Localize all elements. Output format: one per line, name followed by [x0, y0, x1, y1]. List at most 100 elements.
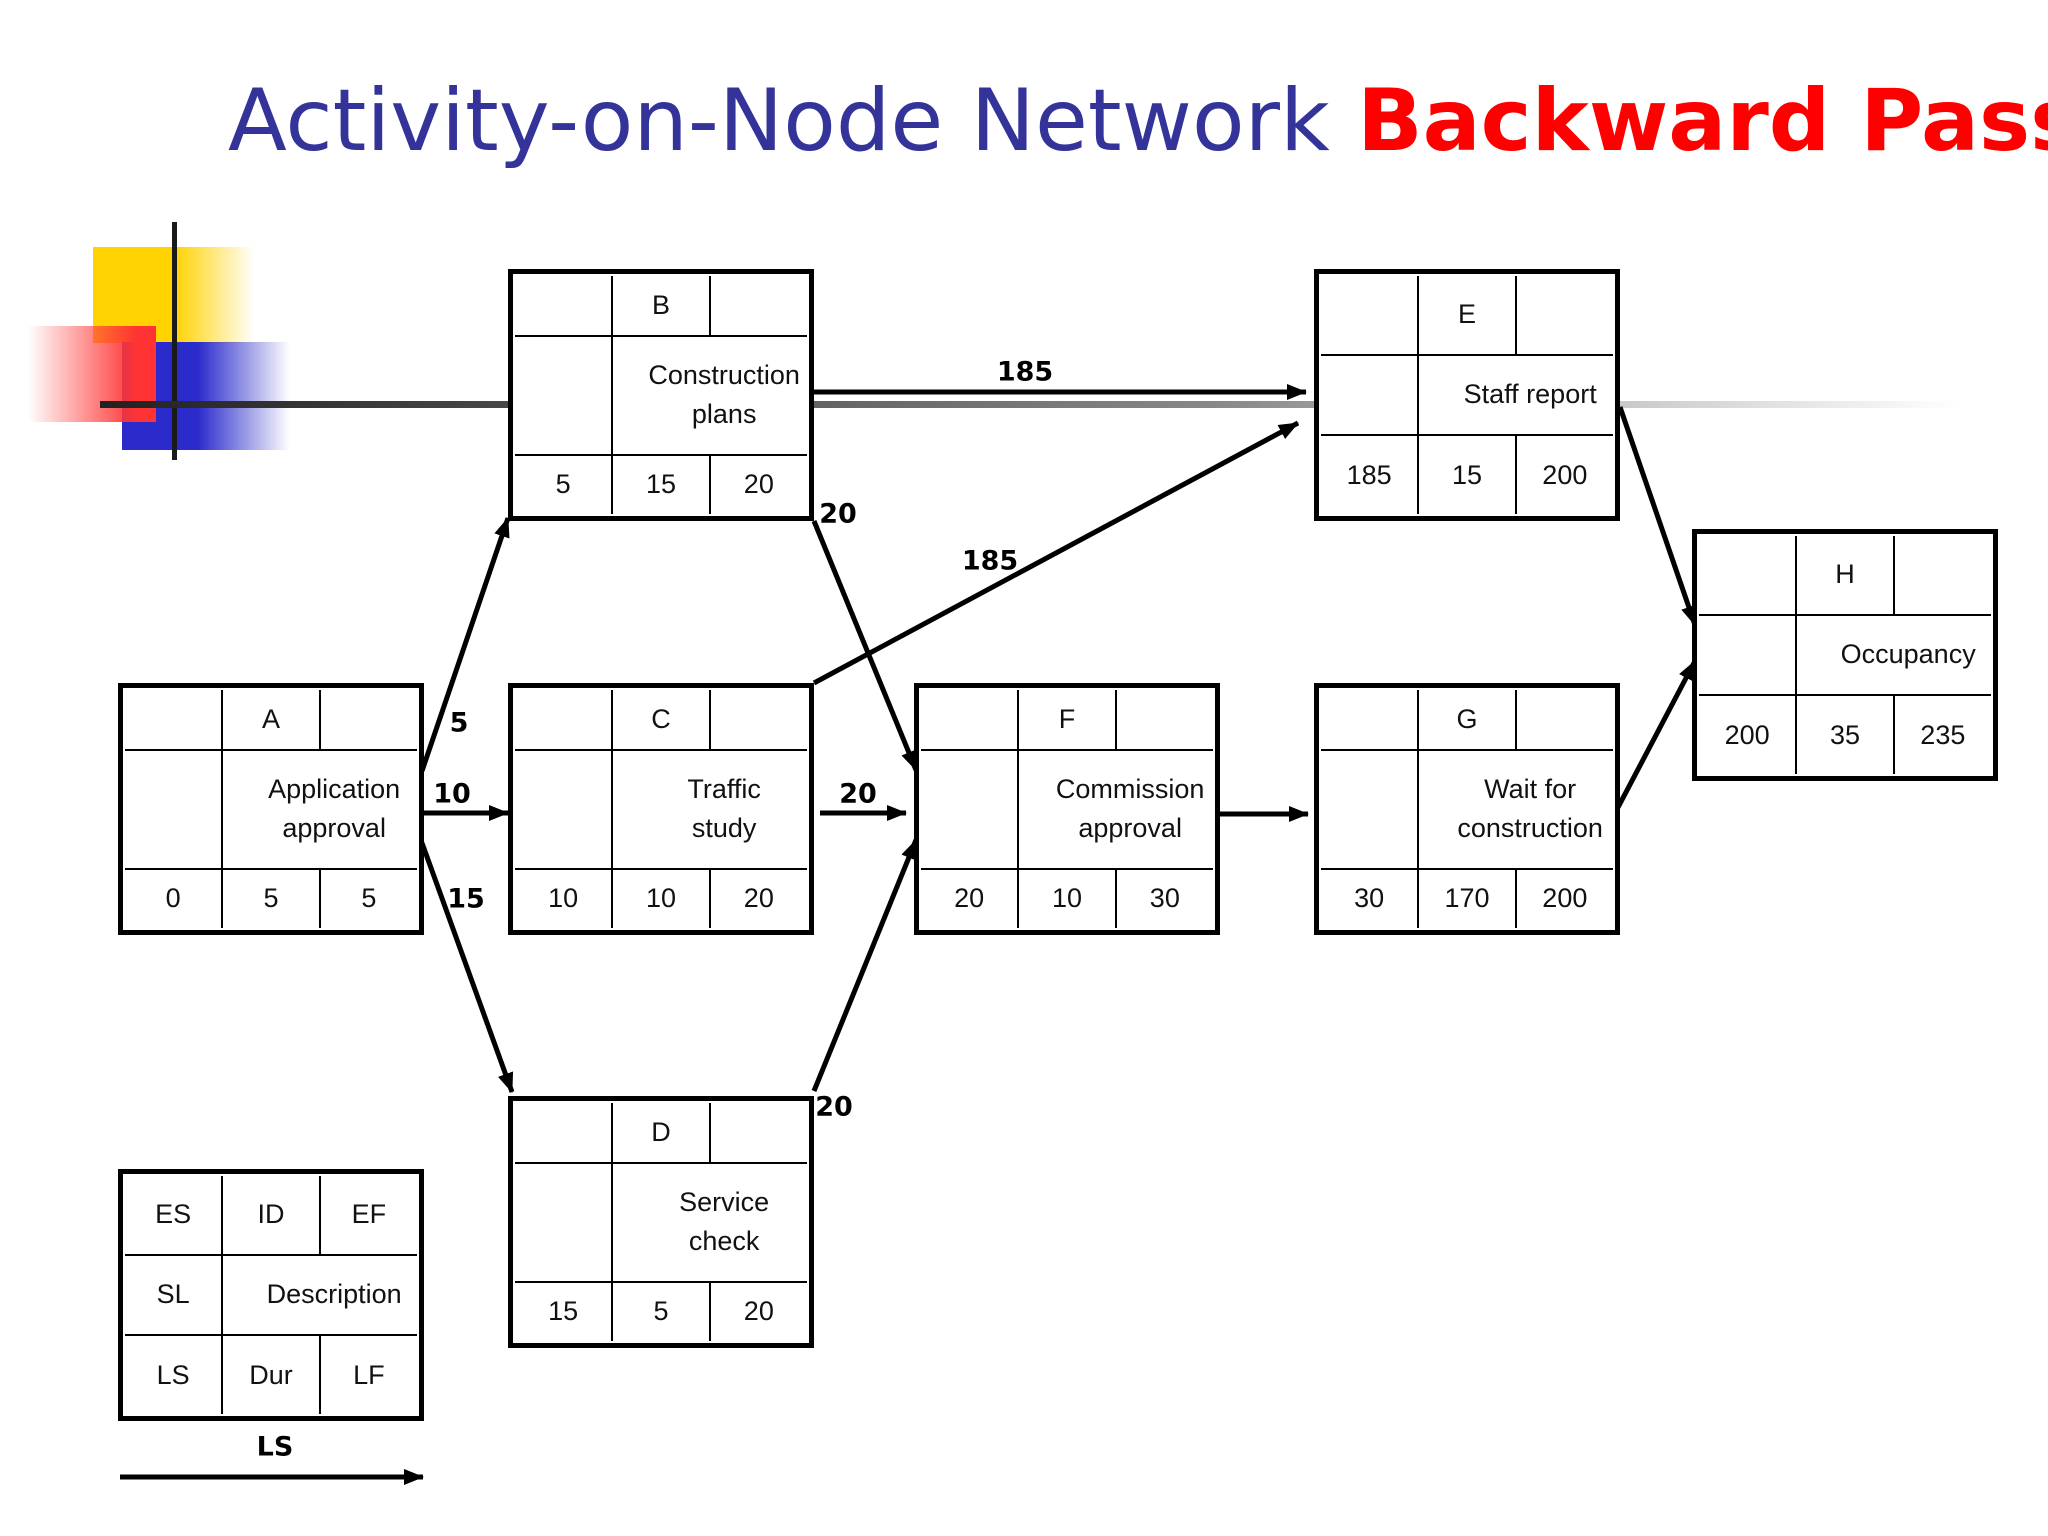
node-field-sl: [515, 334, 614, 456]
node-field-lf: LF: [318, 1334, 417, 1414]
edge-label-a-c: 10: [433, 778, 471, 810]
edge-c-e: [812, 420, 1300, 686]
node-field-lf: 235: [1892, 694, 1991, 774]
node-description: Application approval: [221, 748, 417, 870]
node-field-ef: [708, 1103, 807, 1164]
node-field-dur: 35: [1795, 694, 1895, 774]
node-description-line: approval: [282, 813, 386, 843]
edge-label-c-f: 20: [839, 778, 877, 810]
edge-label-d-f: 20: [815, 1091, 853, 1123]
node-field-id: ID: [221, 1176, 321, 1256]
node-field-ef: [1514, 690, 1613, 751]
node-field-id: C: [611, 690, 711, 751]
node-field-dur: 5: [611, 1280, 711, 1341]
node-field-ls: 0: [125, 867, 224, 928]
node-field-id: E: [1417, 276, 1517, 356]
node-field-ls: 20: [921, 867, 1020, 928]
node-field-sl: [1321, 748, 1420, 870]
node-field-ef: [708, 690, 807, 751]
node-field-id: H: [1795, 536, 1895, 616]
edge-g-h: [1611, 659, 1698, 817]
node-field-dur: 15: [1417, 434, 1517, 514]
edge-label-b-f: 20: [819, 498, 857, 530]
edge-label-c-e: 185: [961, 545, 1019, 577]
node-field-ls: 5: [515, 453, 614, 514]
node-description-line: Occupancy: [1840, 639, 1976, 670]
title-part-normal: Activity-on-Node Network: [228, 71, 1358, 171]
node-field-es: [1699, 536, 1798, 616]
node-field-dur: Dur: [221, 1334, 321, 1414]
node-description-line: check: [688, 1226, 760, 1256]
node-field-lf: 200: [1514, 867, 1613, 928]
edge-a-d: [419, 842, 515, 1093]
node-field-lf: 20: [708, 453, 807, 514]
node-description: Staff report: [1417, 353, 1613, 437]
deco-vertical-line: [172, 222, 177, 460]
node-field-ls: 30: [1321, 867, 1420, 928]
node-description-line: Commission: [1055, 773, 1205, 804]
slide-title: Activity-on-Node Network Backward Pass: [228, 78, 2048, 164]
node-field-id: B: [611, 276, 711, 337]
title-part-highlight: Backward Pass: [1357, 71, 2048, 171]
node-description: Traffic study: [611, 748, 807, 870]
node-description-line: Traffic: [687, 773, 761, 804]
node-field-es: ES: [125, 1176, 224, 1256]
edge-b-f: [811, 520, 919, 771]
edge-label-a-b: 5: [449, 707, 469, 739]
node-field-es: [515, 276, 614, 337]
node-field-ef: [1114, 690, 1213, 751]
node-field-dur: 5: [221, 867, 321, 928]
node-field-es: [515, 1103, 614, 1164]
node-description: Construction plans: [611, 334, 807, 456]
node-field-id: D: [611, 1103, 711, 1164]
legend-arrow-label: LS: [256, 1431, 294, 1463]
node-field-sl: [1699, 613, 1798, 697]
node-description-line: Construction: [648, 359, 800, 390]
edge-a-b: [419, 517, 511, 772]
node-field-dur: 170: [1417, 867, 1517, 928]
deco-horizontal-line: [100, 401, 1960, 408]
node-description-line: study: [691, 813, 757, 843]
node-description-line: approval: [1078, 813, 1182, 843]
node-description-line: Application: [268, 773, 401, 804]
node-description: Commission approval: [1017, 748, 1213, 870]
node-description-line: plans: [691, 399, 757, 429]
node-field-es: [1321, 276, 1420, 356]
node-field-sl: [1321, 353, 1420, 437]
edge-label-b-e: 185: [996, 356, 1054, 388]
edge-label-a-d: 15: [447, 883, 485, 915]
node-field-dur: 10: [611, 867, 711, 928]
node-field-ls: 15: [515, 1280, 614, 1341]
node-field-lf: 20: [708, 867, 807, 928]
node-description: Wait for construction: [1417, 748, 1613, 870]
node-field-ls: 200: [1699, 694, 1798, 774]
node-field-dur: 15: [611, 453, 711, 514]
node-field-sl: [921, 748, 1020, 870]
node-field-dur: 10: [1017, 867, 1117, 928]
node-field-sl: [125, 748, 224, 870]
node-description-line: Description: [266, 1279, 402, 1310]
node-field-lf: 20: [708, 1280, 807, 1341]
node-field-id: F: [1017, 690, 1117, 751]
node-field-id: G: [1417, 690, 1517, 751]
node-field-es: [515, 690, 614, 751]
node-field-es: [125, 690, 224, 751]
node-field-ef: EF: [318, 1176, 417, 1256]
node-field-id: A: [221, 690, 321, 751]
node-description-line: Wait for: [1484, 773, 1577, 804]
node-description-line: construction: [1457, 813, 1603, 843]
node-field-ls: LS: [125, 1334, 224, 1414]
node-field-sl: [515, 748, 614, 870]
node-field-ef: [1892, 536, 1991, 616]
node-description: Occupancy: [1795, 613, 1991, 697]
node-description: Description: [221, 1253, 417, 1337]
node-field-lf: 30: [1114, 867, 1213, 928]
